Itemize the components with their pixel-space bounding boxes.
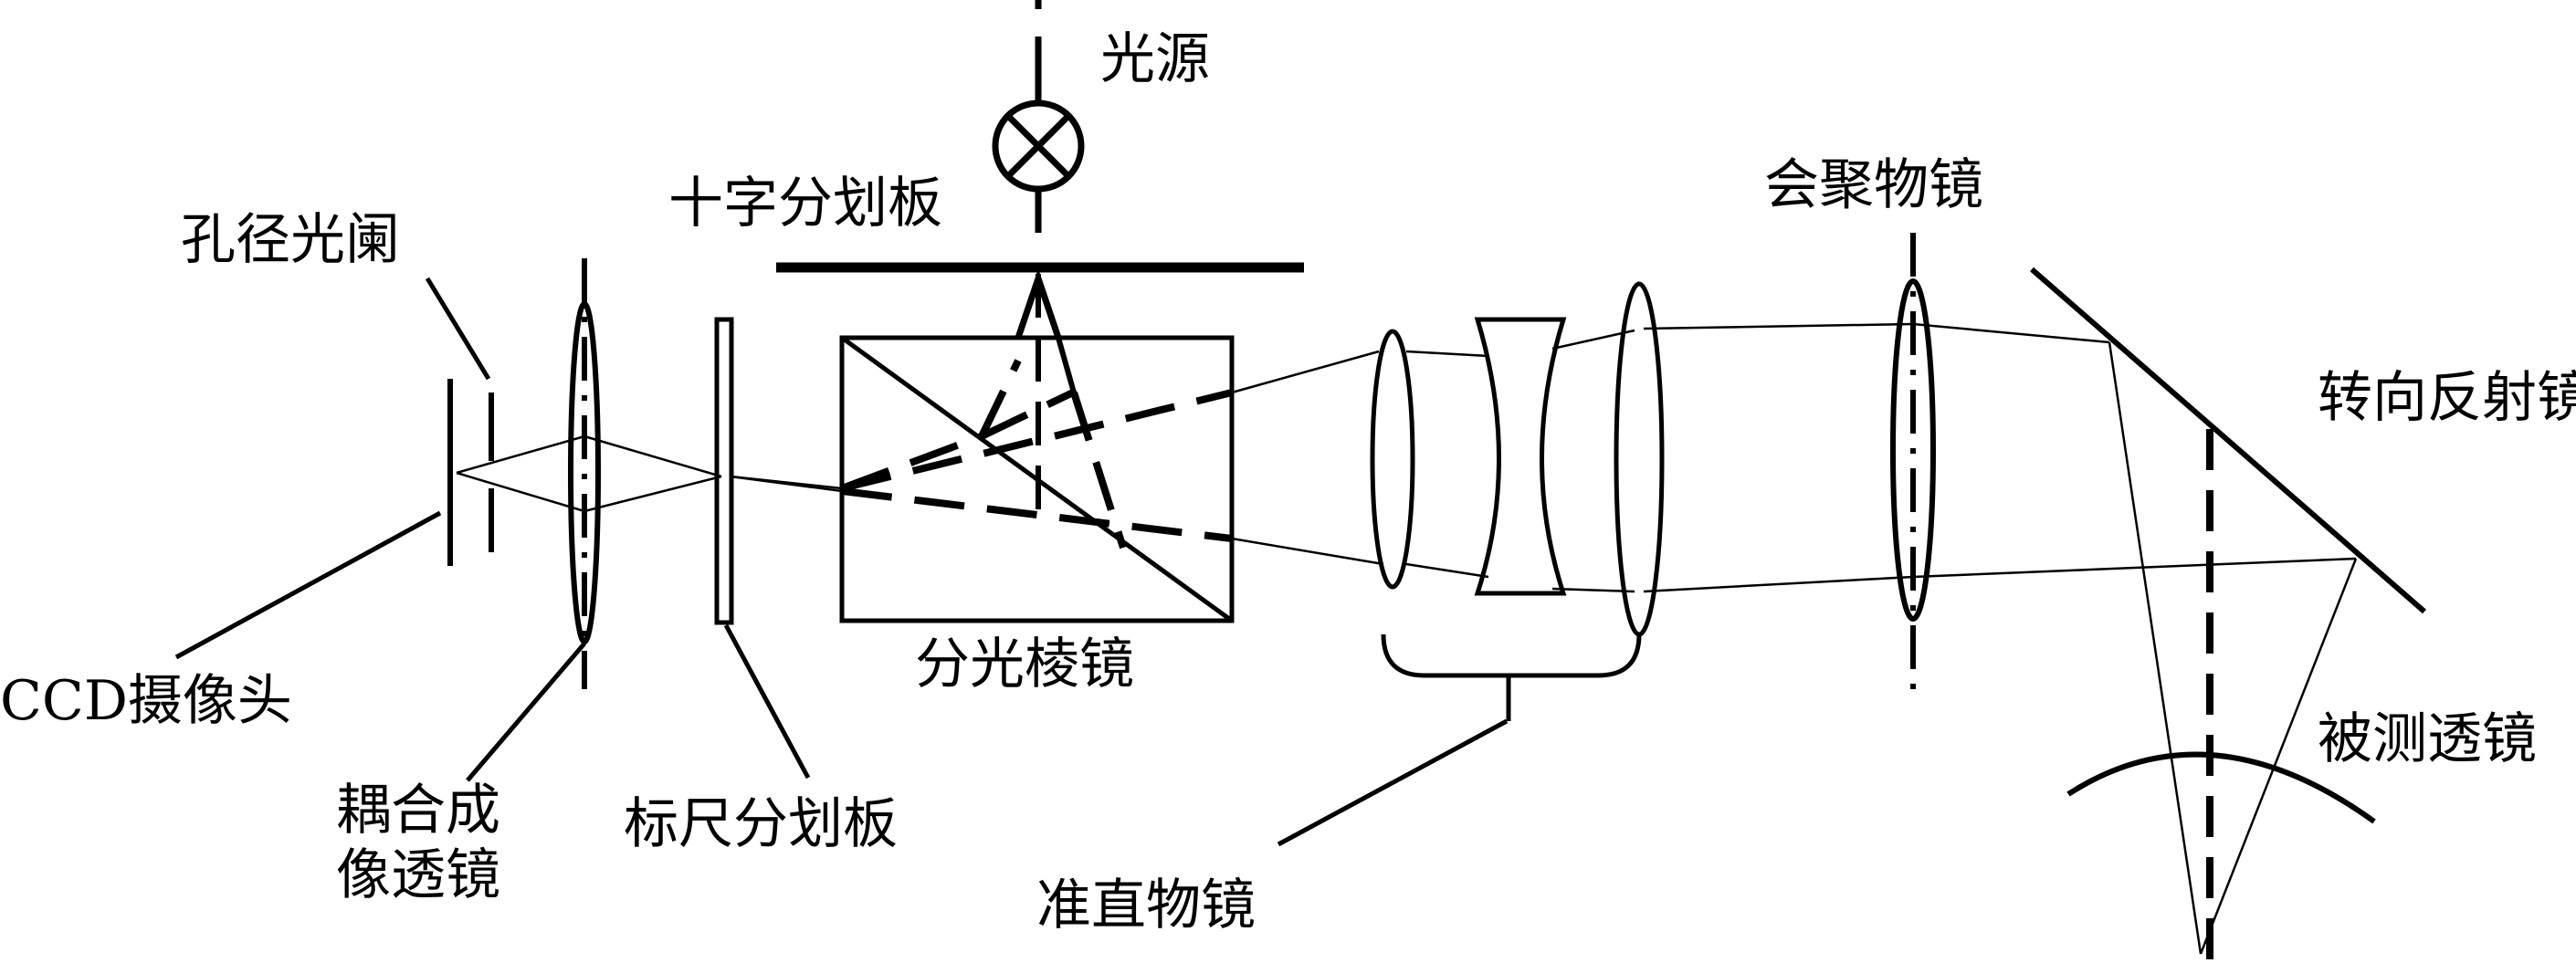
optical-rays	[456, 322, 2358, 955]
folding-mirror	[2030, 267, 2426, 614]
prism-dashed-rays	[840, 359, 1233, 550]
label-aperture-stop: 孔径光阑	[181, 208, 400, 272]
label-beam-splitter-prism: 分光棱镜	[915, 633, 1134, 696]
label-collimating-objective: 准直物镜	[1036, 874, 1256, 937]
label-folding-mirror: 转向反射镜	[2318, 366, 2576, 430]
collimating-objective	[1370, 281, 1665, 721]
lens-under-test	[2066, 429, 2376, 963]
label-light-source: 光源	[1100, 27, 1210, 91]
scale-reticle	[714, 317, 734, 625]
converging-objective	[1890, 233, 1936, 694]
light-source	[992, 0, 1085, 233]
label-ccd-camera: CCD摄像头	[0, 669, 292, 733]
coupling-lens	[568, 258, 601, 689]
label-lens-under-test: 被测透镜	[2318, 707, 2537, 771]
beam-splitter-prism	[839, 335, 1235, 623]
leader-lines	[174, 277, 1509, 847]
label-scale-reticle: 标尺分划板	[624, 792, 898, 856]
label-converging-objective: 会聚物镜	[1764, 153, 1983, 217]
label-cross-reticle: 十字分划板	[668, 172, 942, 236]
label-coupling-lens: 耦合成像透镜	[336, 779, 500, 907]
